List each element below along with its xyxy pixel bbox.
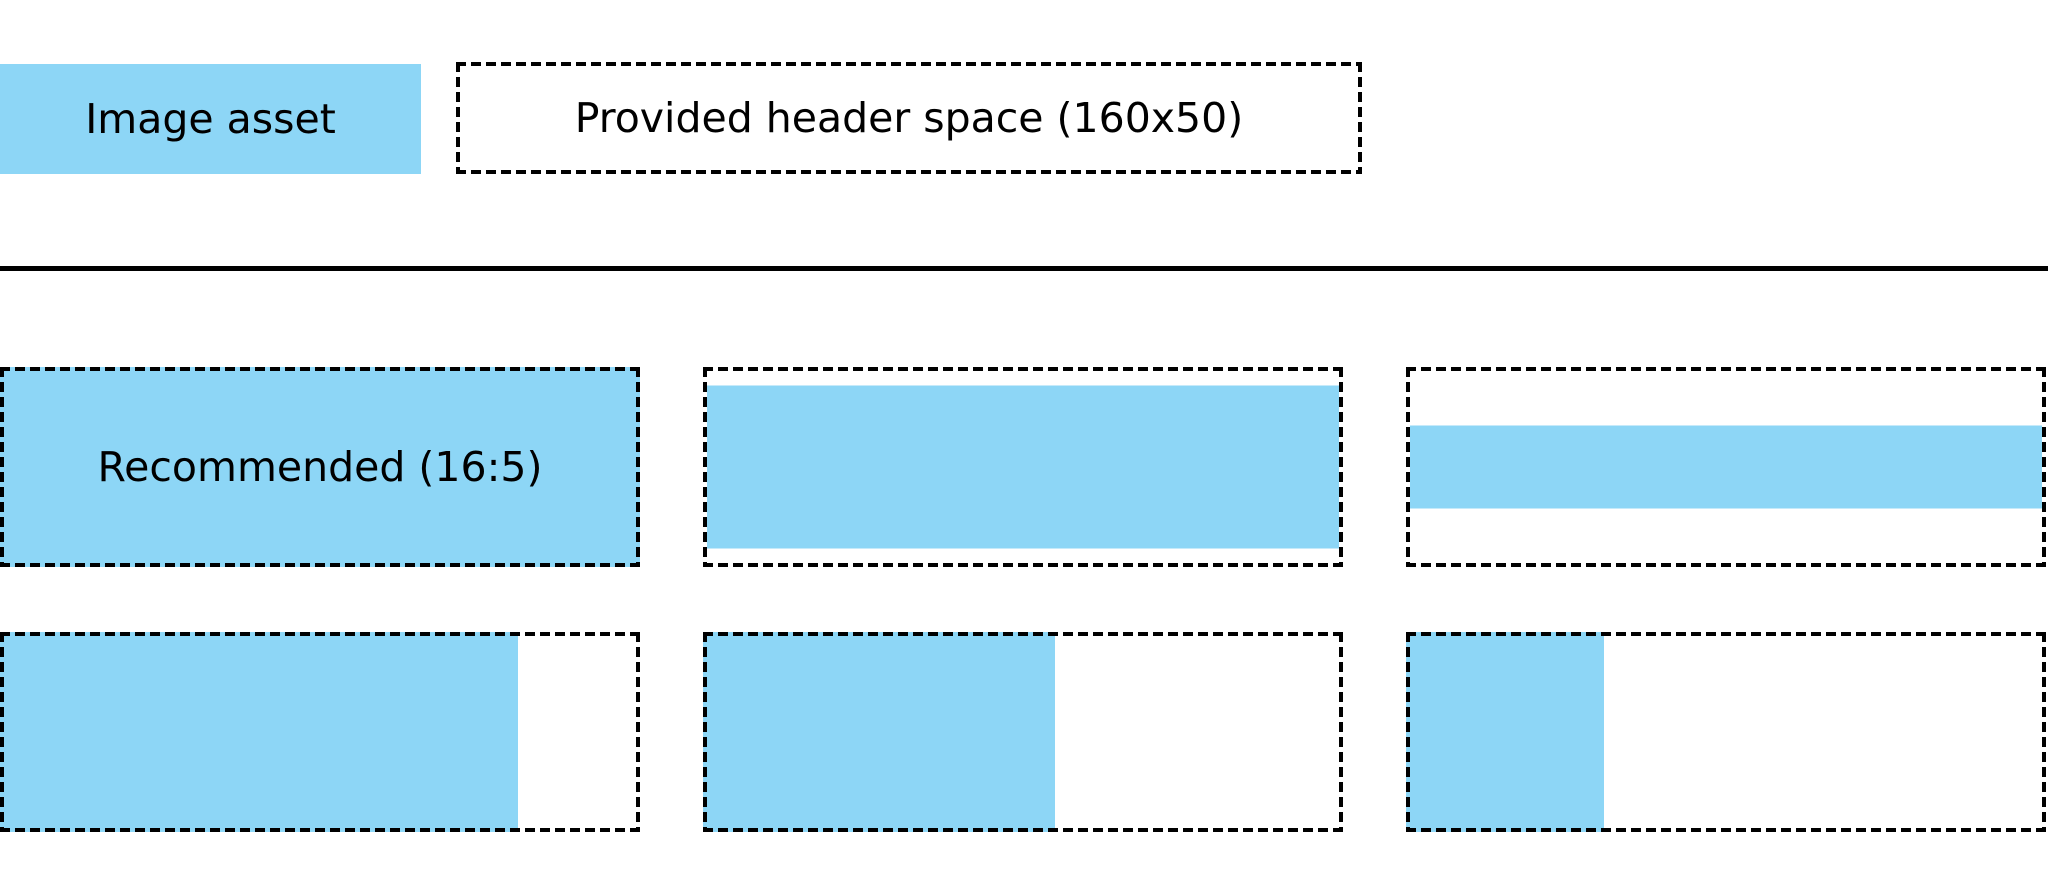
legend-image-asset-swatch: Image asset [0,64,421,174]
image-asset-fill [707,385,1339,549]
image-asset-fill [1410,425,2042,509]
header-space-example-full-width-tall [703,367,1343,567]
legend-header-space-label: Provided header space (160x50) [574,93,1244,142]
image-asset-fill [703,632,1055,832]
image-asset-fill [0,632,519,832]
section-divider [0,266,2048,271]
legend-header-space-box: Provided header space (160x50) [456,62,1362,174]
header-space-example-full-height-narrow [1406,632,2046,832]
header-space-example-full-height-wide [0,632,640,832]
recommended-label: Recommended (16:5) [97,442,543,491]
header-space-example-recommended: Recommended (16:5) [0,367,640,567]
header-space-example-full-height-medium [703,632,1343,832]
legend-image-asset-label: Image asset [85,94,336,143]
header-space-example-full-width-thin [1406,367,2046,567]
image-asset-fill [1406,632,1605,832]
